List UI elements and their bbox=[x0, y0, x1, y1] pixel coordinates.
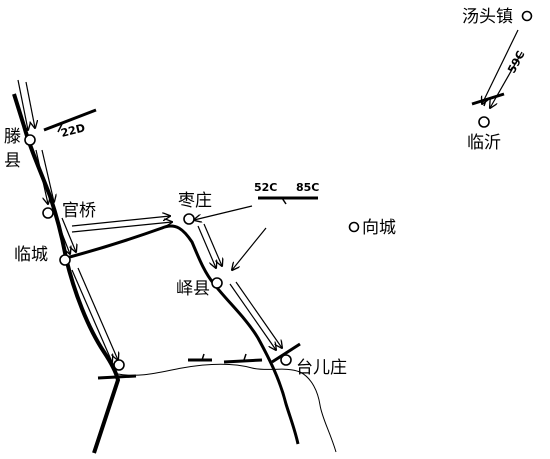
railway-main bbox=[12, 93, 121, 454]
label-lincheng: 临城 bbox=[14, 245, 48, 265]
unit-label-52c: 52C bbox=[254, 181, 277, 194]
town-marker-yixian bbox=[211, 277, 223, 289]
defense-ticks bbox=[57, 99, 487, 361]
unit-label-59c: 59C bbox=[505, 49, 527, 76]
label-tangtouzhen: 汤头镇 bbox=[462, 7, 513, 27]
defense-lines bbox=[43, 92, 505, 380]
town-markers bbox=[24, 10, 533, 371]
town-marker-taierzhuang bbox=[280, 354, 292, 366]
unit-label-85c: 85C bbox=[296, 181, 319, 194]
town-marker-lincheng bbox=[59, 254, 71, 266]
town-marker-xiangcheng bbox=[348, 221, 360, 233]
town-marker-tengxian bbox=[24, 134, 36, 146]
label-tengxian-2: 县 bbox=[4, 151, 21, 171]
label-zaozhuang: 枣庄 bbox=[178, 191, 212, 211]
label-yixian: 峄县 bbox=[176, 279, 210, 299]
town-marker-linyi bbox=[478, 116, 490, 128]
unit-label-22d: 22D bbox=[60, 121, 87, 140]
town-marker-zaozhuang bbox=[183, 213, 195, 225]
label-xiangcheng: 向城 bbox=[362, 218, 396, 238]
town-marker-tangtouzhen bbox=[521, 10, 533, 22]
town-marker-guanqiao bbox=[42, 207, 54, 219]
town-marker-junction bbox=[113, 359, 125, 371]
label-tengxian-1: 滕 bbox=[4, 127, 21, 147]
label-taierzhuang: 台儿庄 bbox=[296, 358, 347, 378]
label-guanqiao: 官桥 bbox=[62, 201, 96, 221]
label-linyi: 临沂 bbox=[467, 133, 501, 153]
boundary-line bbox=[117, 363, 337, 453]
advance-arrows bbox=[17, 29, 523, 362]
